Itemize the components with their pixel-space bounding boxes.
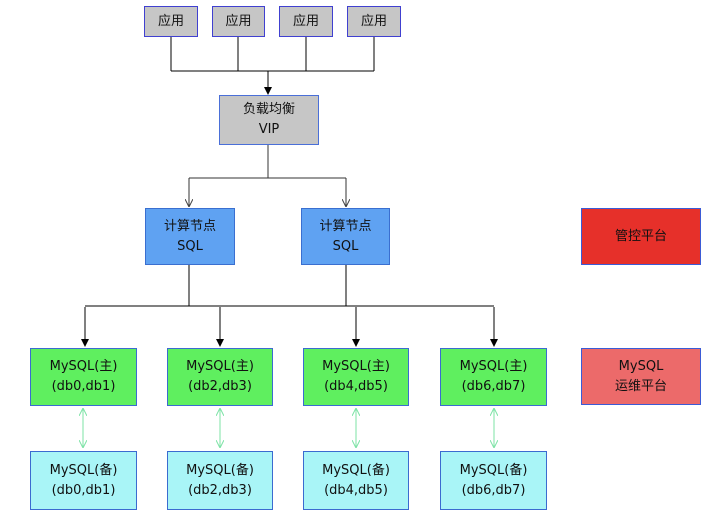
mysql-standby-dbs: (db2,db3)	[188, 482, 252, 498]
app-node-3: 应用	[279, 6, 333, 37]
apps-to-lb-connector	[170, 37, 375, 95]
mysql-standby-title: MySQL(备)	[49, 462, 118, 478]
compute-to-masters-connector	[81, 265, 498, 347]
mysql-standby-node-1: MySQL(备) (db0,db1)	[30, 451, 137, 510]
compute-node-title: 计算节点	[163, 218, 216, 234]
mysql-master-dbs: (db2,db3)	[188, 379, 252, 394]
compute-node-sql: SQL	[332, 238, 359, 254]
control-platform-node: 管控平台	[581, 208, 701, 265]
mysql-master-node-4: MySQL(主) (db6,db7)	[440, 348, 547, 406]
ops-platform-subtitle: 运维平台	[614, 378, 667, 394]
replication-connector	[83, 409, 494, 447]
mysql-master-title: MySQL(主)	[49, 359, 118, 374]
mysql-master-title: MySQL(主)	[186, 359, 254, 374]
app-node-2: 应用	[212, 6, 265, 37]
control-platform-label: 管控平台	[614, 228, 667, 244]
mysql-master-dbs: (db0,db1)	[51, 379, 116, 394]
lb-to-compute-connector	[189, 145, 346, 206]
mysql-master-node-2: MySQL(主) (db2,db3)	[167, 348, 273, 406]
compute-node-1: 计算节点 SQL	[145, 208, 235, 265]
mysql-master-title: MySQL(主)	[459, 359, 528, 374]
load-balancer-title: 负载均衡	[242, 102, 295, 117]
mysql-standby-title: MySQL(备)	[186, 462, 254, 478]
app-node-4: 应用	[347, 6, 401, 37]
mysql-standby-title: MySQL(备)	[459, 462, 528, 478]
app-node-label: 应用	[225, 13, 252, 29]
load-balancer-vip: VIP	[258, 122, 280, 137]
mysql-standby-node-2: MySQL(备) (db2,db3)	[167, 451, 273, 510]
compute-node-title: 计算节点	[319, 218, 372, 234]
compute-node-2: 计算节点 SQL	[301, 208, 390, 265]
mysql-standby-dbs: (db6,db7)	[461, 482, 526, 498]
app-node-1: 应用	[144, 6, 198, 37]
mysql-standby-node-3: MySQL(备) (db4,db5)	[303, 451, 409, 510]
mysql-ops-platform-node: MySQL 运维平台	[581, 348, 701, 405]
app-node-label: 应用	[157, 13, 184, 29]
app-node-label: 应用	[292, 13, 319, 29]
load-balancer-node: 负载均衡 VIP	[219, 95, 319, 145]
mysql-master-title: MySQL(主)	[322, 359, 390, 374]
mysql-master-dbs: (db4,db5)	[324, 379, 388, 394]
mysql-master-node-1: MySQL(主) (db0,db1)	[30, 348, 137, 406]
mysql-standby-dbs: (db0,db1)	[51, 482, 116, 498]
app-node-label: 应用	[360, 13, 387, 29]
mysql-master-dbs: (db6,db7)	[461, 379, 526, 394]
mysql-master-node-3: MySQL(主) (db4,db5)	[303, 348, 409, 406]
mysql-standby-title: MySQL(备)	[322, 462, 390, 478]
ops-platform-title: MySQL	[618, 358, 664, 374]
mysql-standby-dbs: (db4,db5)	[324, 482, 388, 498]
mysql-standby-node-4: MySQL(备) (db6,db7)	[440, 451, 547, 510]
compute-node-sql: SQL	[177, 238, 203, 254]
